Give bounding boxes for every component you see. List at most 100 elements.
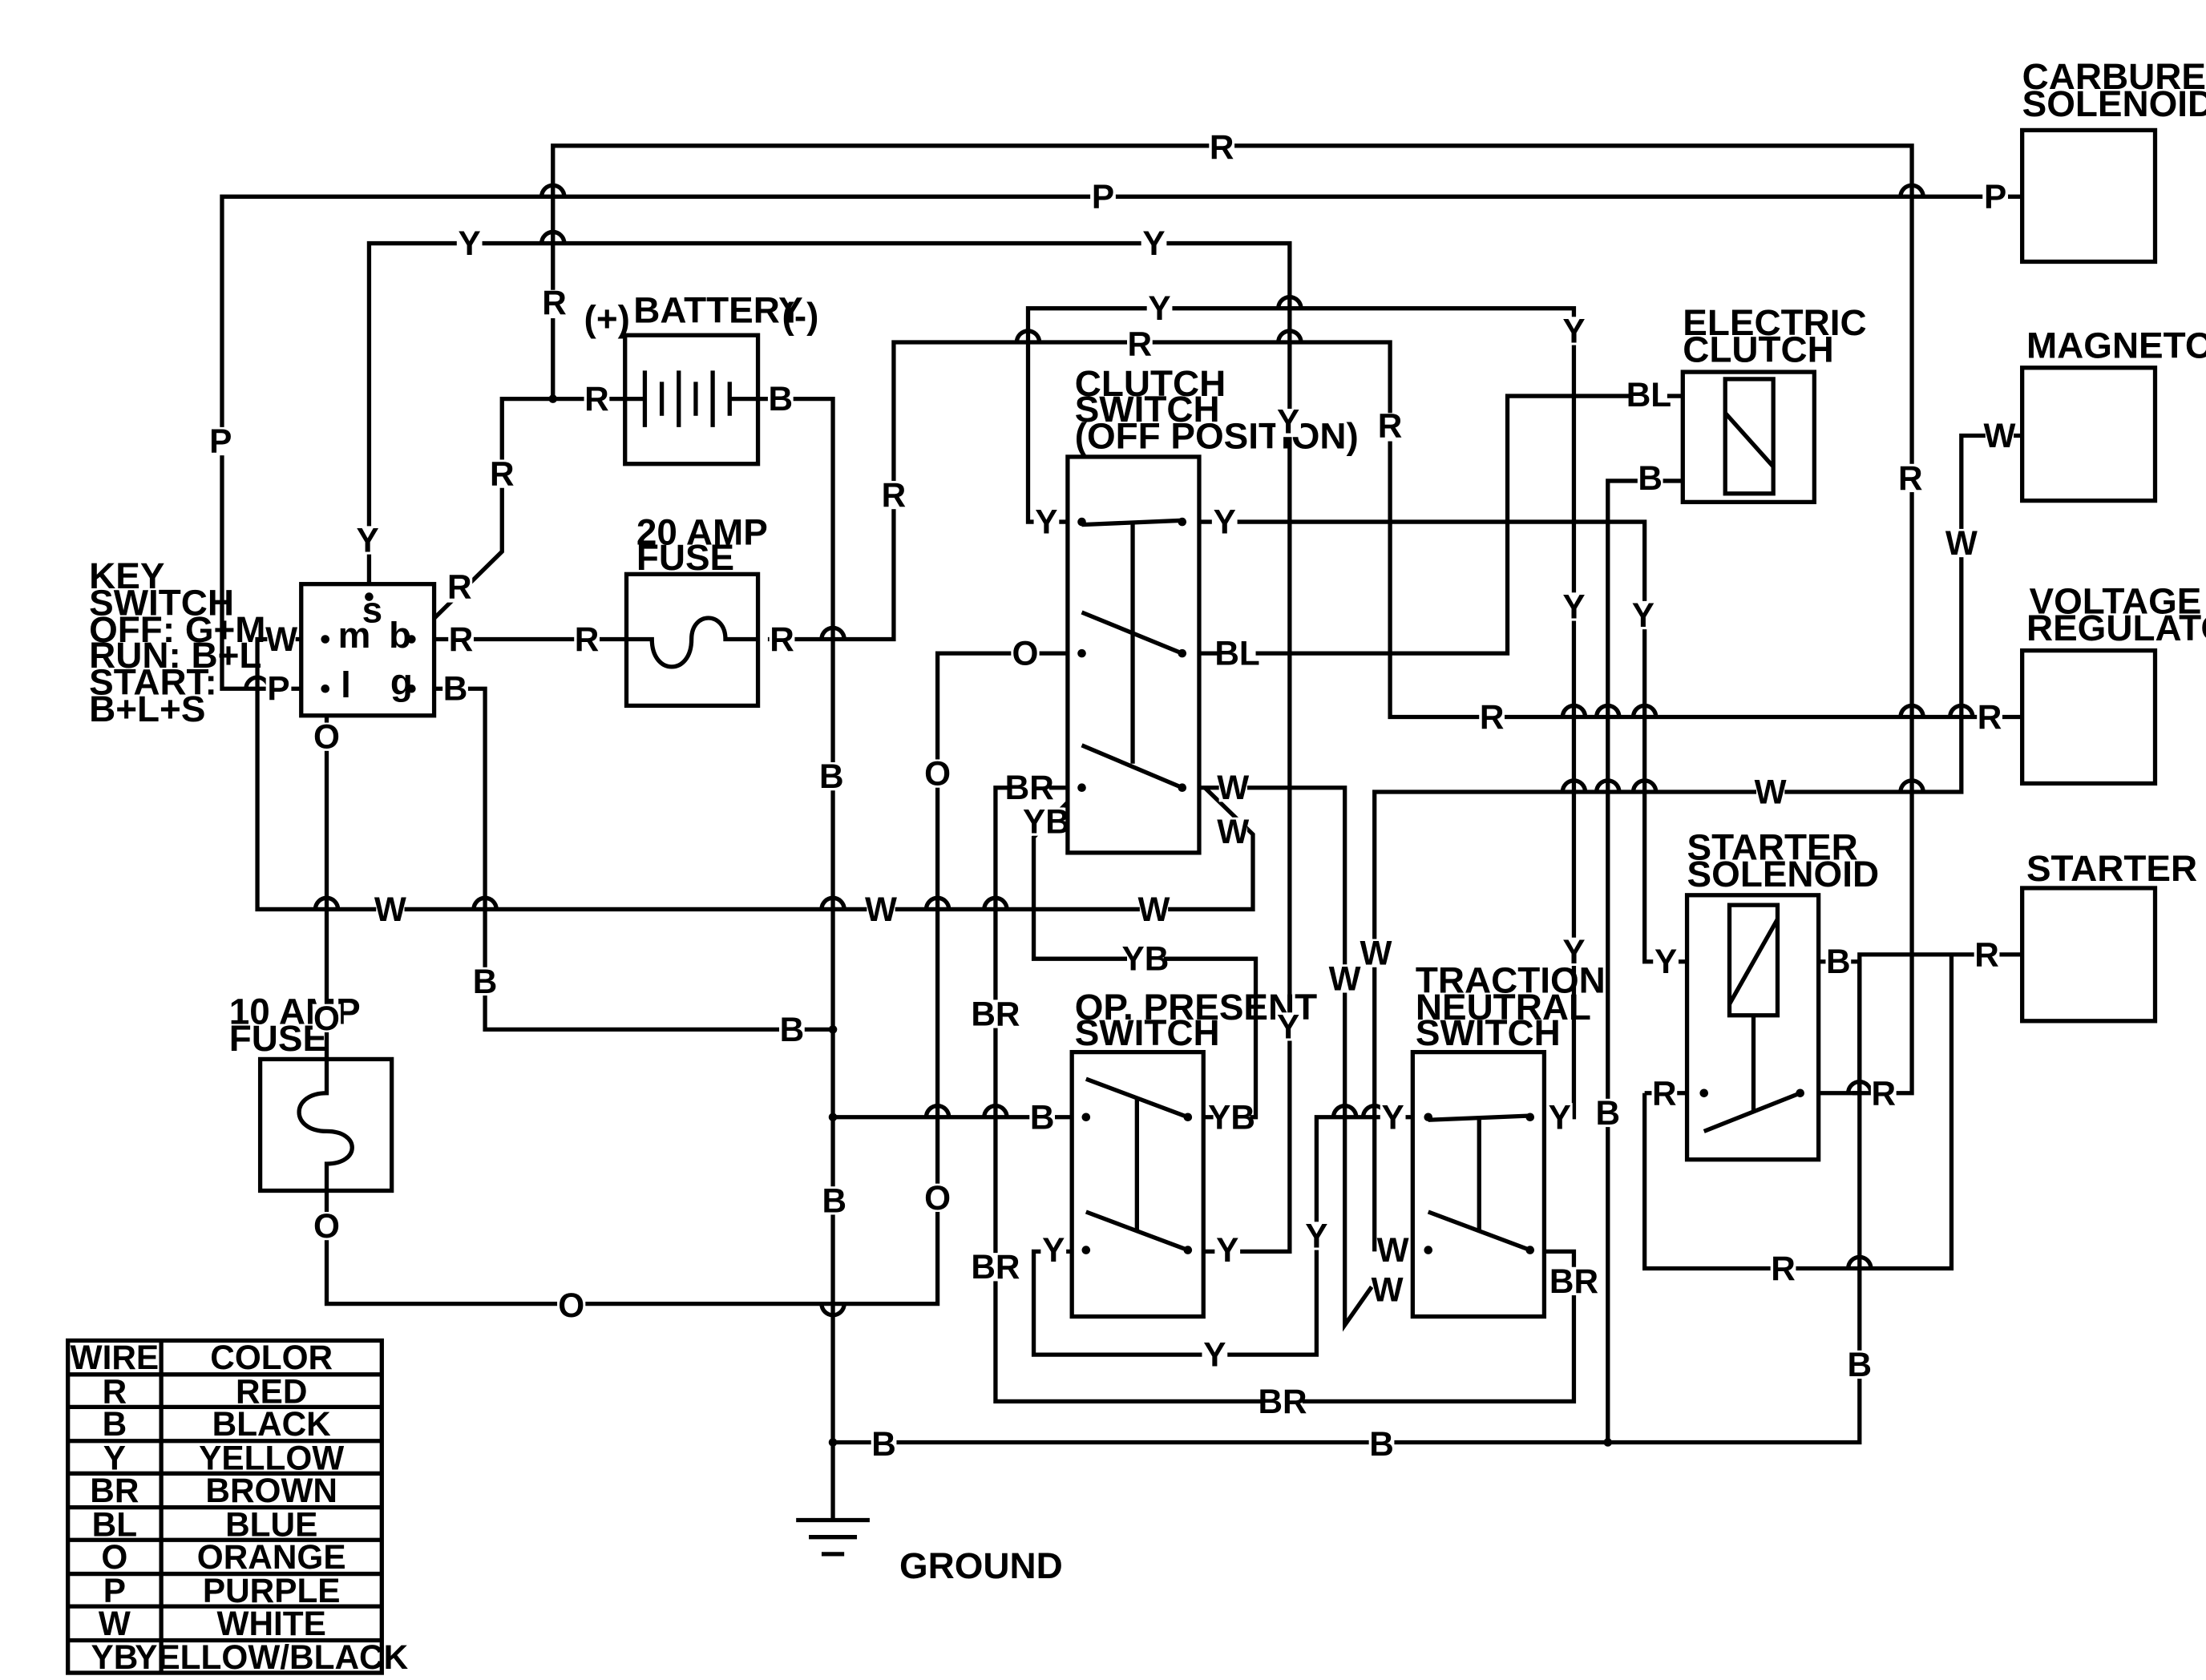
wire-label-yb: YB [1208, 1098, 1255, 1136]
battery-minus-label: (-) [782, 294, 819, 336]
legend-wire-color: YELLOW/BLACK [135, 1638, 408, 1676]
label-bg [1028, 807, 1065, 836]
crossover [923, 895, 951, 910]
label-bg [1985, 421, 2014, 450]
crossover [1276, 295, 1303, 309]
wire-label-o: O [312, 1000, 341, 1037]
wire-label-p: P [208, 422, 234, 460]
wire-label-r: R [446, 568, 473, 606]
crossover [1898, 778, 1925, 793]
wire-label-b: B [442, 670, 468, 708]
wire-label-w: W [1372, 1270, 1404, 1308]
legend-header-wire: WIRE [71, 1339, 160, 1376]
traction-neutral-switch: TRACTION NEUTRAL SWITCH [1410, 959, 1606, 1319]
wire-label-w: W [865, 890, 897, 928]
clutch-switch-label: (OFF POSITION) [1075, 414, 1359, 456]
wire-label-w: W [1217, 769, 1249, 806]
crossovers [244, 183, 1975, 1318]
wire-label-y: Y [1141, 224, 1167, 262]
key-terminal-g [407, 684, 416, 693]
wire-label-y: Y [1653, 943, 1679, 980]
label-bg [1218, 773, 1247, 802]
wire-label-o: O [312, 718, 341, 756]
label-bg [1561, 317, 1587, 345]
legend-wire-code: YB [91, 1638, 138, 1676]
crossover [982, 1104, 1009, 1118]
label-bg [557, 1290, 586, 1320]
wire-label-text: BR [971, 995, 1020, 1032]
wire-label-o: O [923, 1179, 952, 1217]
clutch-switch-label: SWITCH [1075, 388, 1220, 430]
wire-label-w: W [1755, 773, 1787, 811]
wire-label-text: BL [1626, 376, 1671, 414]
wire-label-text: O [313, 1000, 340, 1037]
crossover [1630, 778, 1659, 793]
key-terminal-l [321, 684, 330, 693]
wire-label-text: R [575, 620, 600, 658]
crossover [1276, 329, 1303, 343]
starter-box [2020, 886, 2158, 1024]
wire-label-r: R [1770, 1250, 1796, 1287]
label-bg [1825, 947, 1852, 976]
label-bg [267, 624, 296, 654]
wire-label-text: Y [1042, 1231, 1065, 1269]
wire-label-text: Y [1216, 1231, 1238, 1269]
label-bg [1139, 895, 1169, 924]
label-bg [923, 1183, 952, 1212]
wire-label-r: R [1378, 407, 1403, 445]
wire-label-text: W [374, 890, 406, 928]
label-bg [821, 1186, 847, 1215]
legend-wire-code: B [103, 1405, 127, 1443]
wire-label-w: W [1377, 1231, 1409, 1269]
label-bg [472, 967, 498, 996]
wire-label-w: W [1329, 959, 1361, 997]
wire-label-y: Y [1561, 588, 1587, 625]
label-bg [976, 1000, 1016, 1028]
label-bg [1011, 639, 1040, 668]
wire-label-y: Y [1561, 933, 1587, 971]
label-bg [1368, 1429, 1395, 1458]
key-switch-label: RUN: B+L [89, 634, 261, 676]
wire-label-text: R [447, 568, 472, 606]
label-bg [1630, 600, 1656, 630]
magneto: MAGNETO [2020, 324, 2206, 503]
traction-neutral-terminal [1424, 1246, 1433, 1254]
wire-label-b: B [1594, 1094, 1621, 1132]
label-bg [1553, 1266, 1594, 1296]
wire-label-w: W [374, 890, 406, 928]
carburetor-solenoid: CARBURETOR SOLENOID [2020, 55, 2206, 265]
wire-label-text: Y [1277, 402, 1299, 440]
voltage-regulator-label: VOLTAGE [2029, 580, 2201, 622]
wire-label-y: Y [1214, 1231, 1241, 1269]
op-present-terminal [1183, 1246, 1193, 1254]
legend-wire-color: BLUE [225, 1505, 317, 1543]
wire-label-text: BL [1214, 635, 1259, 672]
wire-label-w: W [1983, 417, 2015, 454]
label-bg [376, 895, 405, 924]
key-switch-label: B+L+S [89, 688, 205, 729]
legend-wire-color: ORANGE [197, 1538, 346, 1576]
label-bg [1275, 408, 1301, 438]
wire-label-text: R [490, 455, 515, 493]
label-bg [767, 384, 794, 414]
label-bg [1090, 182, 1116, 211]
crossover [313, 895, 341, 910]
crossover [1014, 329, 1042, 343]
wire-label-text: Y [1214, 503, 1236, 541]
fuse-20-amp: 20 AMP FUSE [624, 511, 768, 709]
wire-label-text: O [924, 1179, 951, 1217]
label-bg [1637, 463, 1663, 493]
junction-dot [828, 1438, 838, 1447]
crossover [982, 895, 1009, 910]
wire-label-p: P [1090, 178, 1116, 216]
battery: BATTERY (+) (-) [584, 289, 819, 466]
junction-dot [828, 1025, 838, 1034]
label-bg [1141, 228, 1167, 258]
wire-label-r: R [584, 380, 610, 418]
wire-label-text: W [1329, 959, 1361, 997]
crossover [1594, 778, 1622, 793]
crossover [819, 625, 846, 640]
label-bg [574, 624, 600, 654]
wire-label-text: P [1092, 178, 1114, 216]
wire-label-y: Y [1146, 289, 1173, 327]
